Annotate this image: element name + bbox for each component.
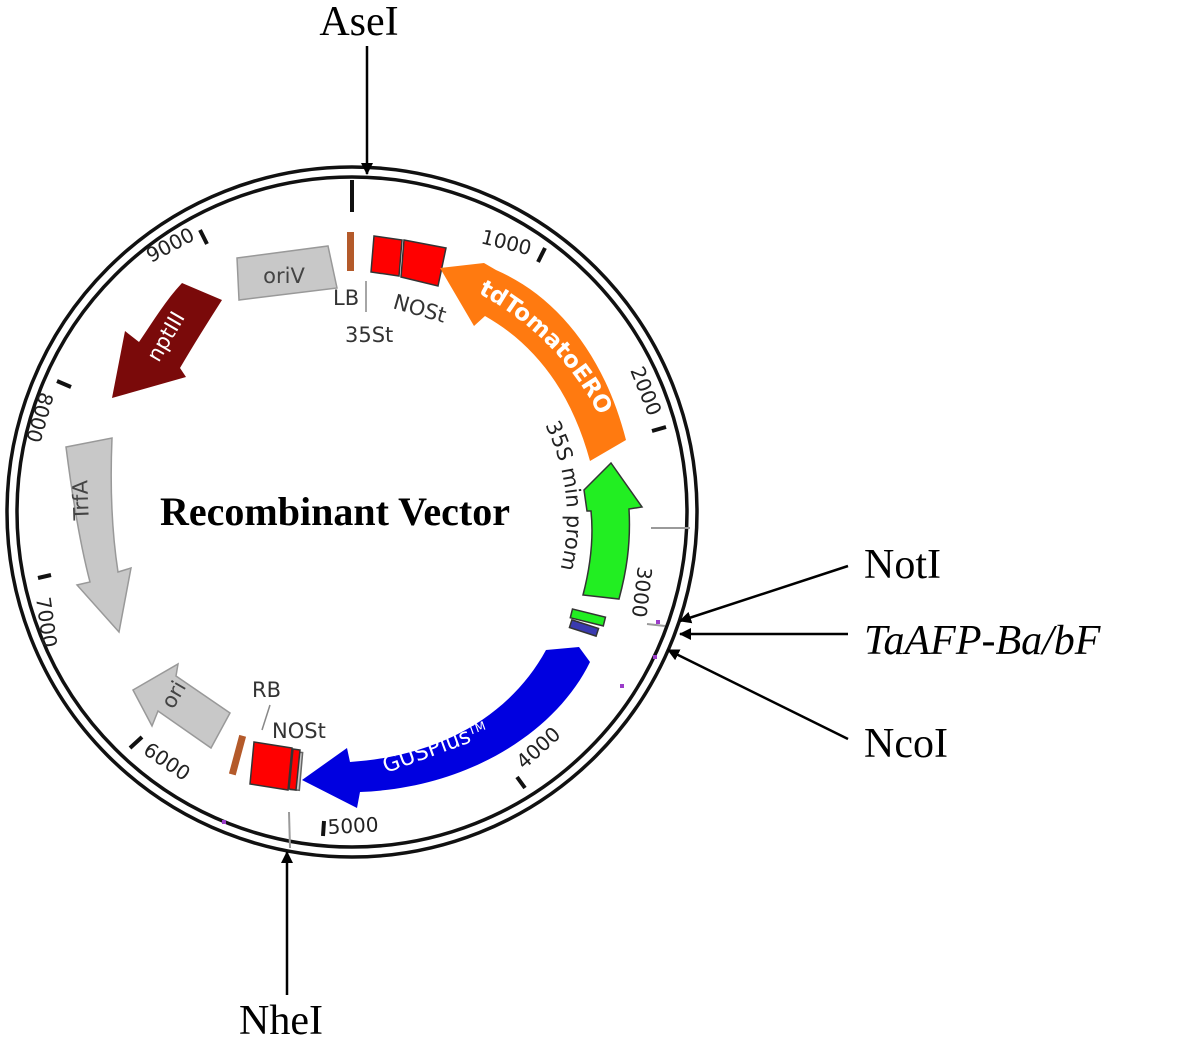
tdtomato-label: tdTomatoERO (475, 276, 617, 419)
asei-site: AseI (319, 0, 399, 175)
tick-label-2000: 2000 (625, 363, 666, 419)
noti-site: NotI (679, 542, 941, 624)
feature-oriV: oriV (236, 245, 338, 301)
lb-label: LB (333, 286, 359, 310)
nost-bottom-label: NOSt (272, 719, 326, 743)
feature-tdtomato-ero: tdTomatoERO (440, 263, 626, 461)
position-ticks (37, 180, 667, 837)
nhei-label: NheI (239, 998, 323, 1044)
tick-label-7000: 7000 (31, 595, 62, 649)
vector-title: Recombinant Vector (160, 489, 510, 534)
35st-label: 35St (345, 323, 393, 347)
tick-label-1000: 1000 (479, 225, 534, 261)
small-violet-dots (222, 620, 660, 824)
feature-nost-bottom (249, 741, 301, 791)
tick-label-3000: 3000 (627, 565, 657, 618)
asei-label: AseI (319, 0, 398, 45)
feature-ori: ori (131, 662, 231, 750)
oriV-label: oriV (263, 264, 305, 288)
taafp-site: TaAFP-Ba/bF (679, 618, 1101, 664)
ncoi-arrow (667, 648, 849, 741)
feature-nptiii: nptIII (112, 283, 222, 398)
35s-min-prom-label: 35S min prom (541, 417, 586, 573)
lb-border-marker (347, 232, 354, 271)
rb-label: RB (252, 678, 281, 702)
gray-site-markers (288, 527, 690, 849)
feature-trfa: TrfA (65, 437, 132, 634)
tick-label-5000: 5000 (327, 812, 379, 839)
noti-label: NotI (864, 542, 941, 588)
feature-nost-top (370, 235, 447, 287)
tick-labels: 1000 2000 3000 4000 5000 6000 7000 8000 … (21, 222, 667, 839)
feature-35s-promoter-arrow (582, 461, 644, 600)
rb-border-marker (228, 734, 247, 776)
small-blue-element (568, 618, 600, 638)
taafp-label: TaAFP-Ba/bF (864, 618, 1101, 664)
ncoi-label: NcoI (864, 721, 948, 767)
small-green-element (569, 608, 607, 627)
rb-leader-line (261, 704, 271, 731)
trfa-label: TrfA (68, 479, 93, 522)
plasmid-backbone-ring (5, 165, 699, 859)
nost-top-label: NOSt (391, 290, 449, 328)
noti-arrow (679, 564, 849, 624)
nhei-site: NheI (239, 851, 323, 1044)
ncoi-site: NcoI (667, 648, 948, 767)
